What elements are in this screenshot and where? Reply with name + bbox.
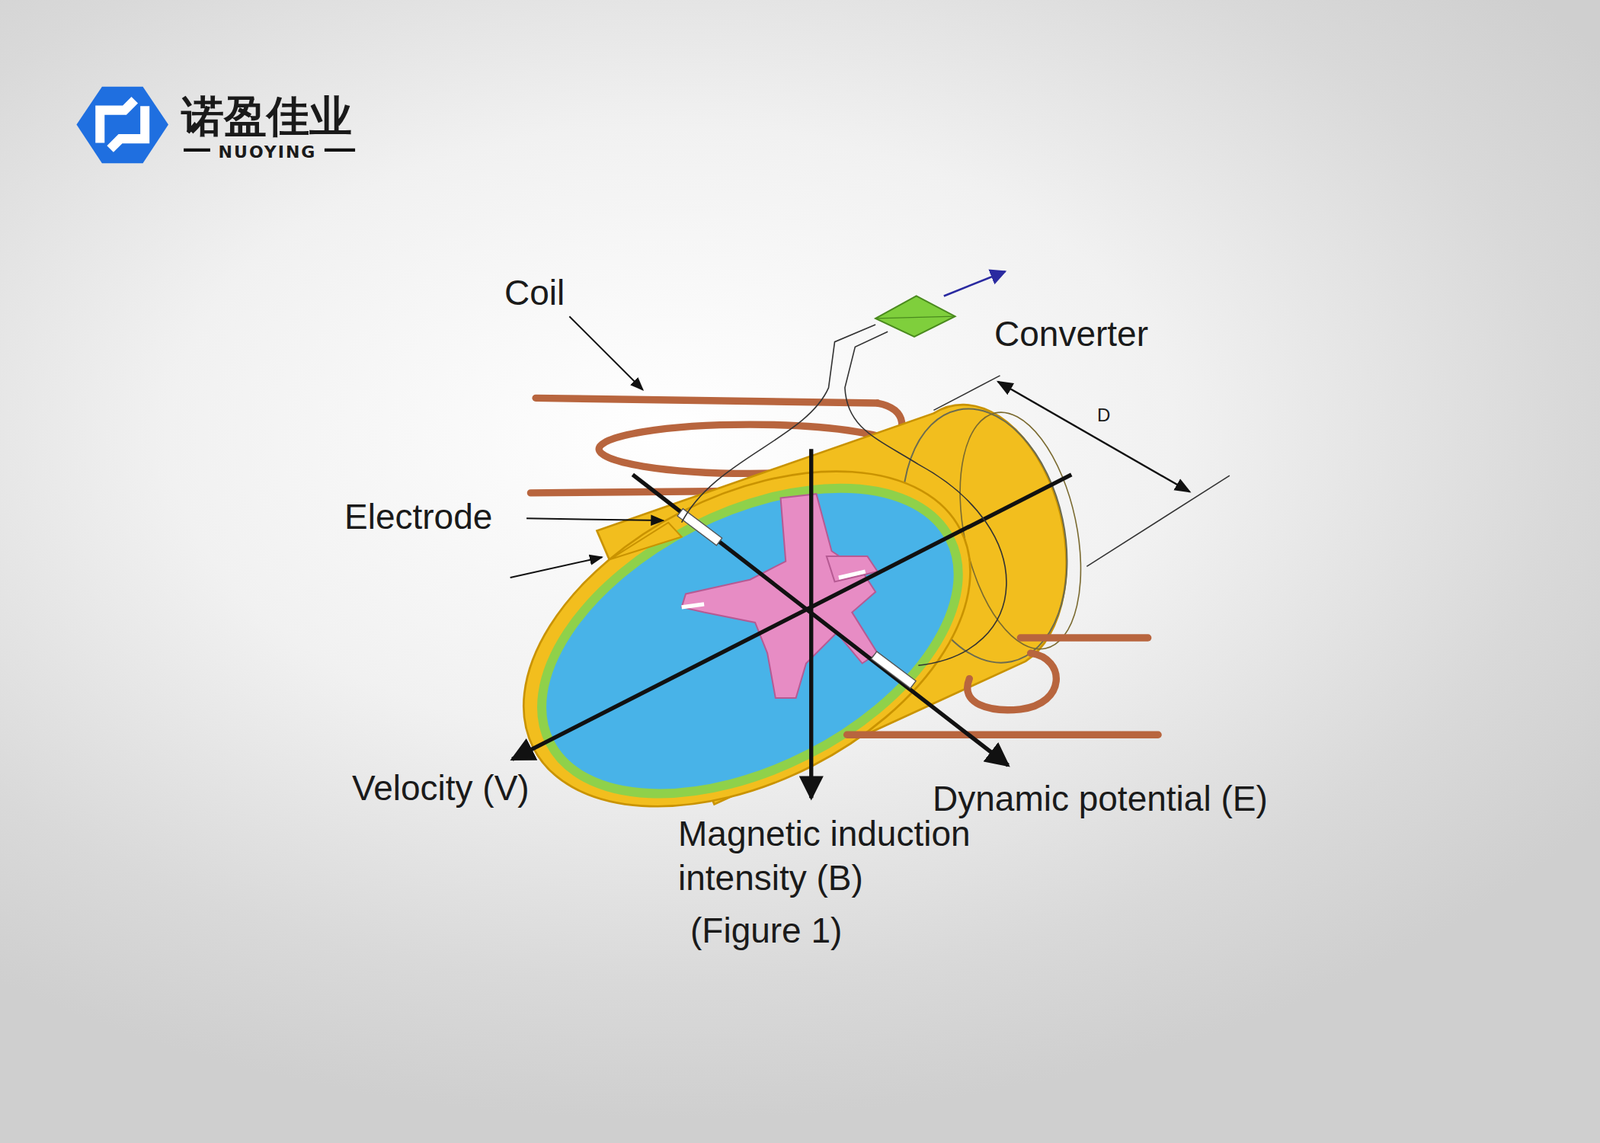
potential-axis bbox=[632, 474, 1008, 766]
dimension-line bbox=[933, 375, 1000, 411]
logo-rule bbox=[324, 148, 356, 152]
dimension-line bbox=[1086, 475, 1230, 567]
logo-text: 诺盈佳业 bbox=[181, 89, 352, 144]
signal-wire bbox=[844, 331, 1007, 666]
part-label: Coil bbox=[504, 271, 565, 316]
right-hand bbox=[681, 493, 878, 698]
axis-label: Magnetic induction intensity (B) bbox=[678, 812, 1044, 900]
signal-wire bbox=[681, 324, 876, 523]
coil bbox=[847, 637, 1159, 735]
electrode bbox=[677, 508, 723, 545]
axis-label: Velocity (V) bbox=[352, 766, 530, 811]
dimension-label: D bbox=[1097, 403, 1111, 427]
converter bbox=[875, 295, 955, 337]
fingernail bbox=[681, 604, 704, 608]
output-arrow bbox=[944, 271, 1005, 296]
leader-line bbox=[526, 518, 663, 521]
logo-subtext: NUOYING bbox=[218, 141, 317, 164]
dimension-arrow bbox=[998, 381, 1191, 493]
figure-caption: (Figure 1) bbox=[690, 908, 842, 954]
flow-arrow bbox=[510, 556, 603, 578]
fingernail bbox=[838, 571, 866, 578]
fluid bbox=[492, 425, 1008, 857]
leader-line bbox=[569, 316, 643, 390]
logo-icon bbox=[76, 86, 169, 164]
logo-rule bbox=[183, 148, 211, 152]
part-label: Electrode bbox=[344, 495, 493, 540]
electrode bbox=[871, 651, 917, 688]
pipe-wall bbox=[610, 522, 682, 560]
velocity-axis bbox=[512, 474, 1072, 760]
axis-label: Dynamic potential (E) bbox=[932, 777, 1268, 822]
part-label: Converter bbox=[994, 312, 1149, 357]
magnetic-axis bbox=[809, 448, 813, 798]
